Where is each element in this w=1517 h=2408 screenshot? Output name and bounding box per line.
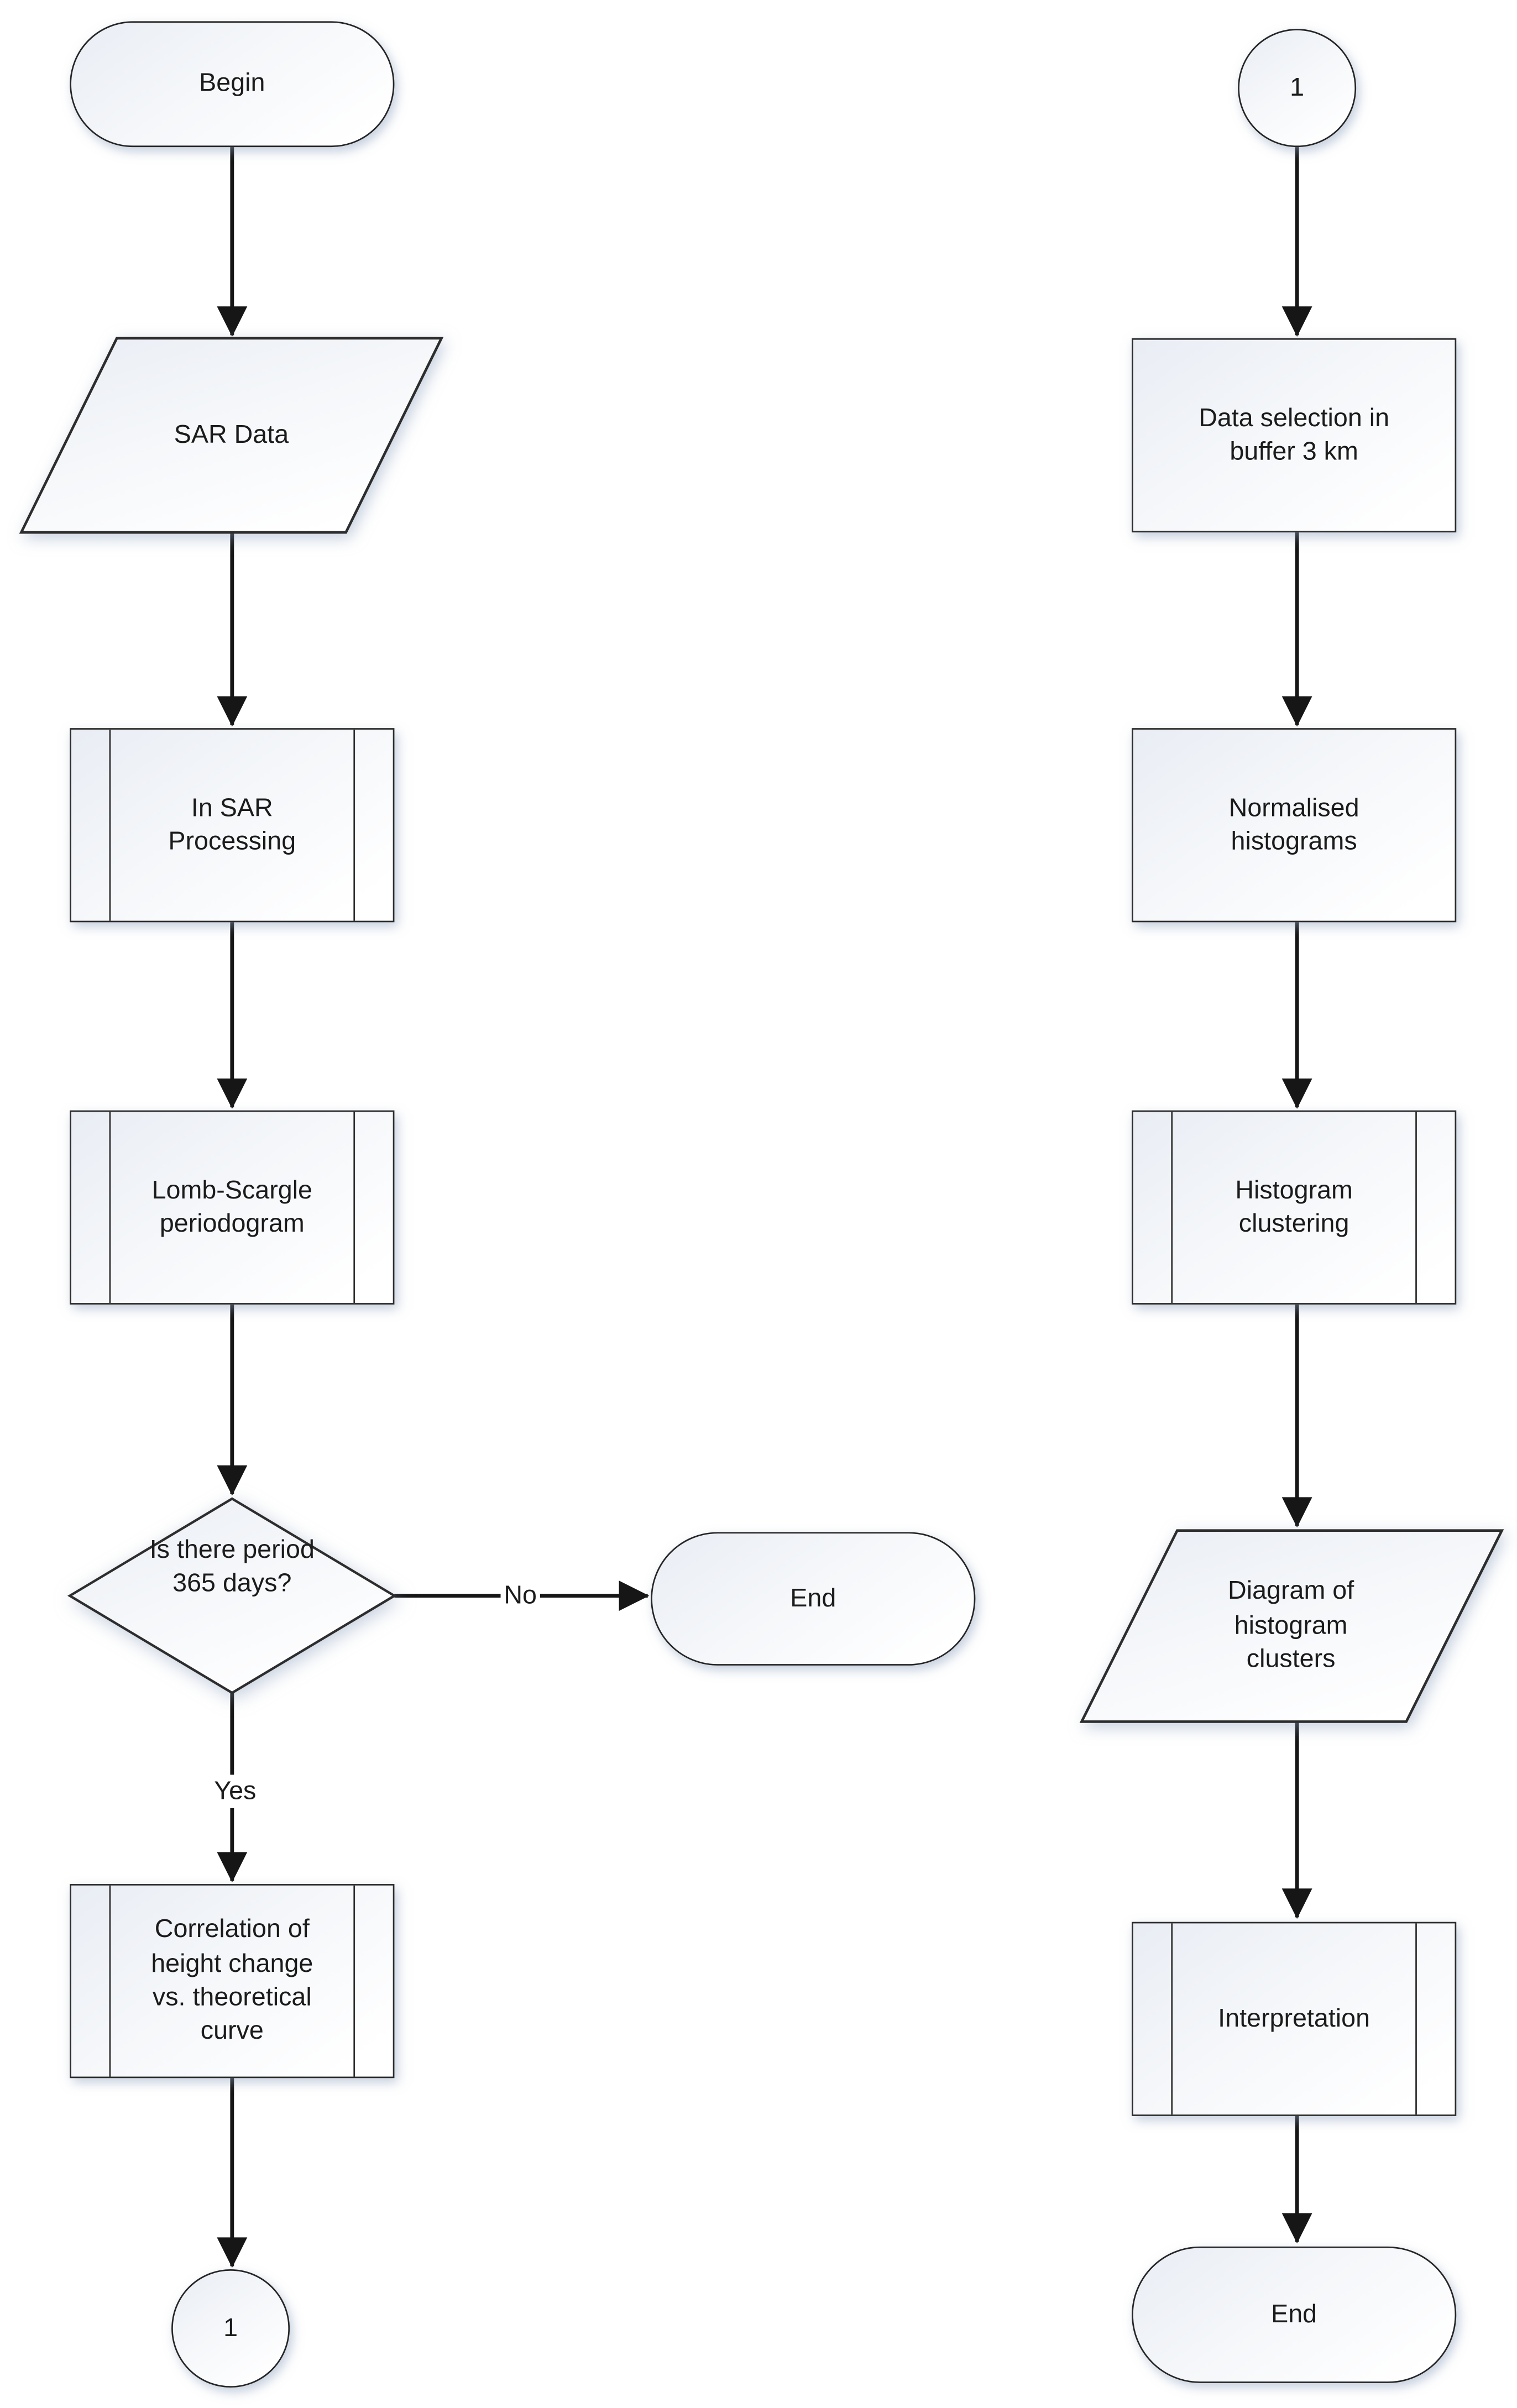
end-left-label: End: [790, 1583, 836, 1613]
node-lomb-scargle: Lomb-Scargle periodogram: [70, 1110, 395, 1305]
node-connector-out: 1: [171, 2269, 290, 2388]
node-end-left: End: [651, 1532, 976, 1666]
predefined-bar-left: [109, 1112, 111, 1304]
node-correlation: Correlation of height change vs. theoret…: [70, 1884, 395, 2079]
insar-processing-label: In SAR Processing: [168, 792, 296, 856]
diagram-clusters-parallelogram: [1079, 1529, 1504, 1723]
node-begin: Begin: [70, 21, 395, 148]
node-normalised-histograms: Normalised histograms: [1132, 728, 1457, 923]
lomb-scargle-label: Lomb-Scargle periodogram: [151, 1175, 313, 1238]
node-interpretation: Interpretation: [1132, 1922, 1457, 2116]
sar-data-label: SAR Data: [174, 420, 289, 449]
predefined-bar-left: [109, 1885, 111, 2077]
diagram-clusters-label: Diagram of histogram clusters: [1228, 1576, 1354, 1674]
predefined-bar-left: [1171, 1923, 1173, 2115]
correlation-label: Correlation of height change vs. theoret…: [151, 1914, 313, 2046]
decision-diamond: [67, 1497, 397, 1694]
node-data-selection: Data selection in buffer 3 km: [1132, 338, 1457, 533]
end-right-label: End: [1271, 2299, 1317, 2328]
interpretation-label: Interpretation: [1218, 2003, 1370, 2033]
begin-label: Begin: [199, 69, 265, 98]
histogram-clustering-label: Histogram clustering: [1235, 1175, 1353, 1238]
predefined-bar-right: [1415, 1923, 1417, 2115]
predefined-bar-right: [353, 1112, 355, 1304]
data-selection-label: Data selection in buffer 3 km: [1199, 402, 1390, 466]
node-connector-in: 1: [1238, 29, 1357, 148]
node-end-right: End: [1132, 2246, 1457, 2383]
edge-label-no: No: [489, 1578, 552, 1613]
sar-data-parallelogram: [19, 337, 444, 534]
predefined-bar-right: [353, 729, 355, 921]
predefined-bar-right: [353, 1885, 355, 2077]
decision-label: Is there period 365 days?: [149, 1534, 315, 1598]
predefined-bar-left: [109, 729, 111, 921]
connector-out-label: 1: [223, 2312, 238, 2342]
normalised-histograms-label: Normalised histograms: [1228, 792, 1359, 856]
node-histogram-clustering: Histogram clustering: [1132, 1110, 1457, 1305]
node-insar-processing: In SAR Processing: [70, 728, 395, 923]
predefined-bar-left: [1171, 1112, 1173, 1304]
predefined-bar-right: [1415, 1112, 1417, 1304]
connector-in-label: 1: [1290, 72, 1305, 102]
edge-label-yes: Yes: [197, 1774, 273, 1809]
